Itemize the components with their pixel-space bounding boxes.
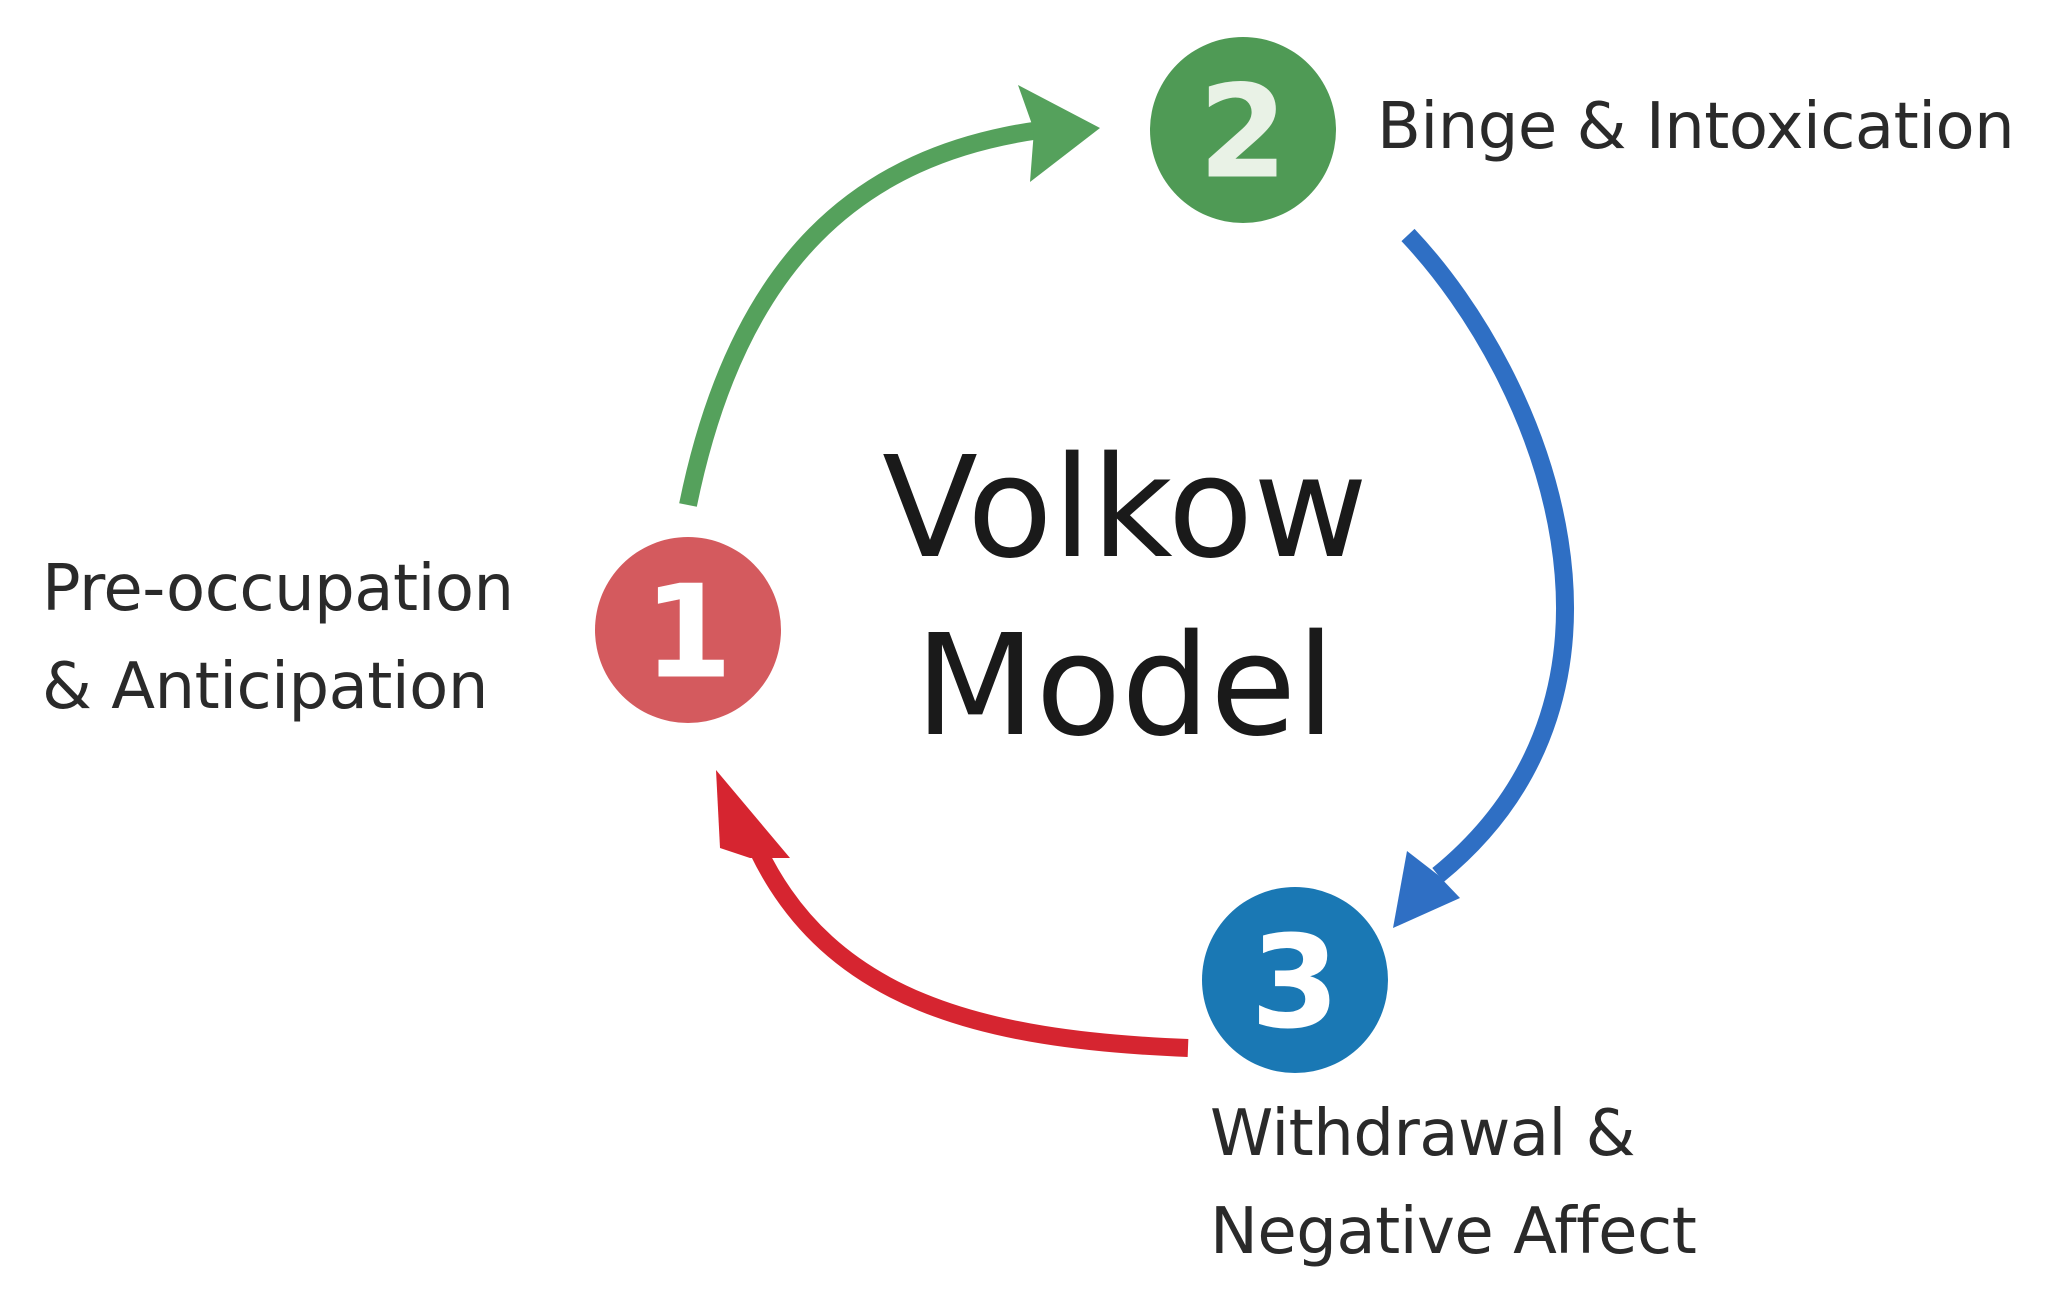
stage-2-number: 2 — [1198, 59, 1287, 208]
stage-3-node: 3 — [1202, 887, 1388, 1073]
stage-3-label: Withdrawal & Negative Affect — [1210, 1085, 1697, 1281]
diagram-title-line1: Volkow — [882, 427, 1368, 590]
stage-3-number: 3 — [1250, 909, 1339, 1058]
stage-2-label: Binge & Intoxication — [1377, 78, 2015, 176]
arrowhead-stage1-to-stage2 — [1018, 85, 1100, 182]
diagram-title: Volkow Model — [860, 420, 1390, 776]
stage-2-circle — [1150, 37, 1336, 223]
stage-1-label-line2: & Anticipation — [42, 650, 488, 724]
stage-1-node: 1 — [595, 537, 781, 723]
stage-1-label-line1: Pre-occupation — [42, 552, 514, 626]
arrow-stage3-to-stage1 — [749, 846, 1189, 1057]
diagram-title-line2: Model — [914, 605, 1336, 768]
stage-1-number: 1 — [643, 559, 732, 708]
stage-3-label-line2: Negative Affect — [1210, 1195, 1697, 1269]
stage-3-label-line1: Withdrawal & — [1210, 1097, 1636, 1171]
arrow-stage2-to-stage3 — [1401, 228, 1574, 882]
stage-2-node: 2 — [1150, 37, 1336, 223]
stage-3-circle — [1202, 887, 1388, 1073]
arrowhead-stage2-to-stage3 — [1393, 851, 1460, 928]
stage-1-label: Pre-occupation & Anticipation — [42, 540, 514, 736]
arrowhead-stage3-to-stage1 — [716, 770, 790, 858]
stage-2-label-line1: Binge & Intoxication — [1377, 90, 2015, 164]
arrow-stage1-to-stage2 — [679, 121, 1042, 507]
stage-1-circle — [595, 537, 781, 723]
